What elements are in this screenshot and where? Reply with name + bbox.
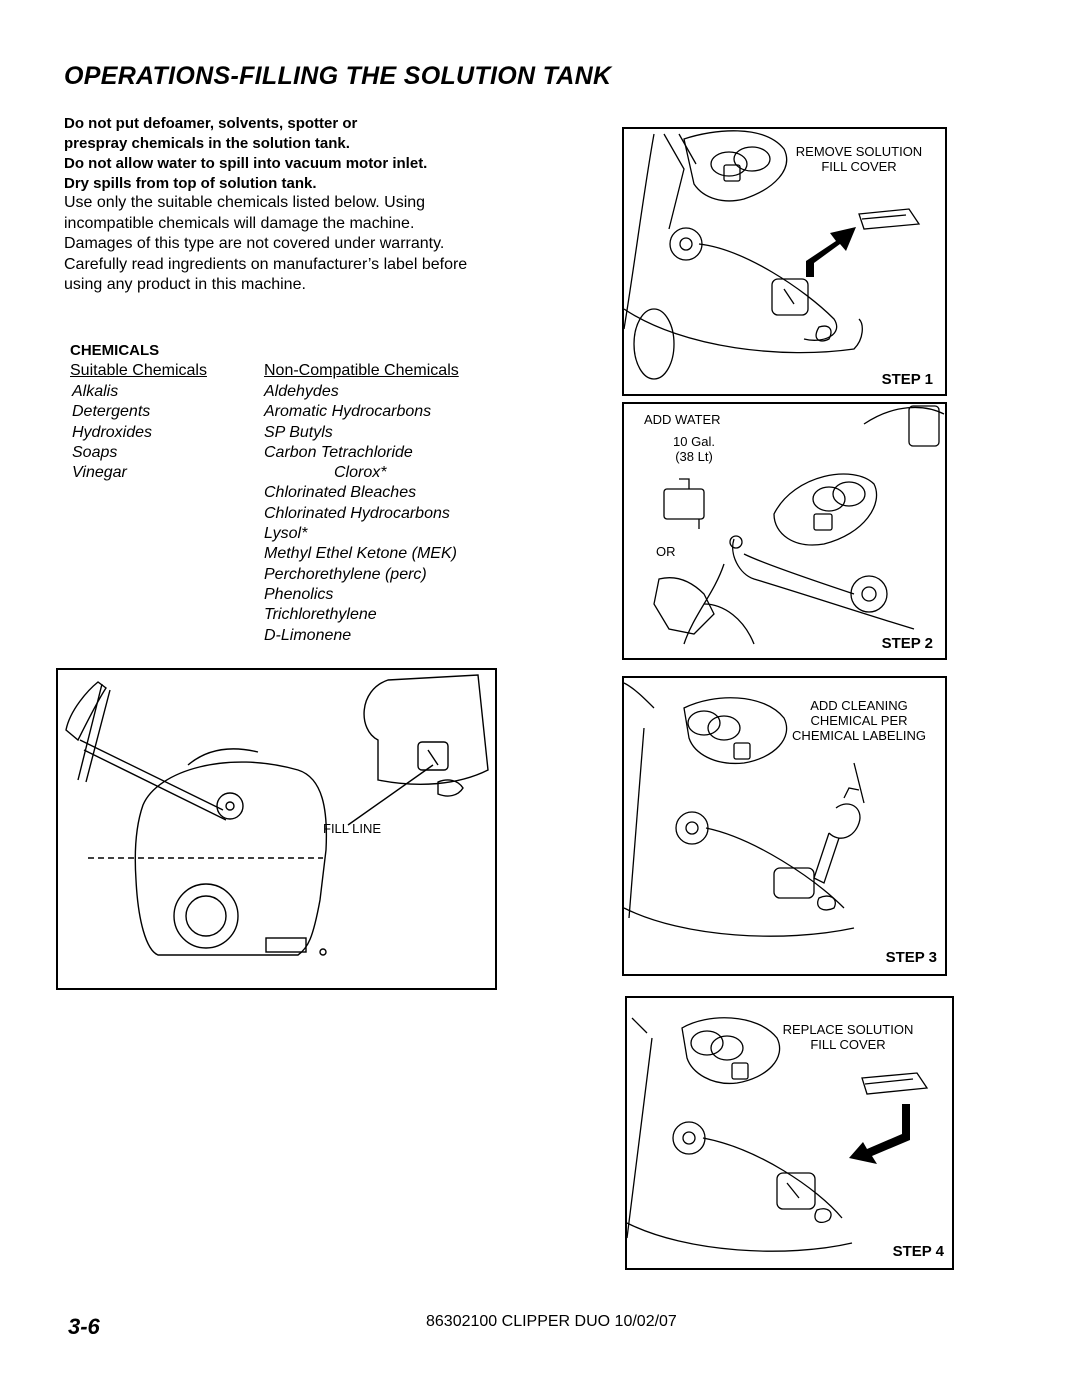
- caption-line: REPLACE SOLUTION: [782, 1022, 914, 1037]
- step-3-caption: ADD CLEANING CHEMICAL PER CHEMICAL LABEL…: [774, 698, 944, 743]
- noncompatible-item: Methyl Ethel Ketone (MEK): [264, 545, 457, 563]
- step-1-caption: REMOVE SOLUTION FILL COVER: [774, 144, 944, 174]
- chemicals-heading: CHEMICALS: [70, 342, 160, 359]
- noncompatible-item: Aldehydes: [264, 383, 339, 400]
- step-1-panel: REMOVE SOLUTION FILL COVER STEP 1: [622, 127, 947, 396]
- suitable-item: Alkalis: [72, 383, 119, 400]
- fill-line-figure: FILL LINE: [56, 668, 497, 990]
- warning-line-1: Do not put defoamer, solvents, spotter o…: [64, 115, 358, 132]
- paragraph-line: Carefully read ingredients on manufactur…: [64, 255, 468, 273]
- step-3-label: STEP 3: [885, 949, 937, 966]
- noncompatible-item: Phenolics: [264, 585, 334, 603]
- step-2-panel: ADD WATER 10 Gal. (38 Lt) OR STEP 2: [622, 402, 947, 660]
- caption-line: FILL COVER: [821, 159, 897, 174]
- noncompatible-item: D-Limonene: [264, 626, 352, 644]
- remove-cover-illustration: [624, 130, 921, 380]
- noncompatible-item: SP Butyls: [264, 423, 333, 441]
- paragraph-line: Damages of this type are not covered und…: [64, 235, 445, 252]
- noncompatible-item: Aromatic Hydrocarbons: [264, 403, 432, 421]
- page-number: 3-6: [68, 1314, 100, 1339]
- step-4-caption: REPLACE SOLUTION FILL COVER: [763, 1022, 933, 1052]
- suitable-item: Soaps: [72, 443, 118, 461]
- machine-side-illustration: [65, 674, 489, 956]
- suitable-header: Suitable Chemicals: [70, 362, 207, 379]
- caption-line: FILL COVER: [810, 1037, 886, 1052]
- paragraph-line: incompatible chemicals will damage the m…: [64, 214, 415, 232]
- step-2-caption: ADD WATER: [644, 412, 721, 427]
- amount-liters: (38 Lt): [675, 449, 713, 464]
- suitable-item: Detergents: [72, 403, 151, 421]
- water-amount: 10 Gal. (38 Lt): [664, 434, 724, 464]
- paragraph-line: Use only the suitable chemicals listed b…: [64, 194, 426, 211]
- noncompatible-item: Chlorinated Bleaches: [264, 484, 417, 502]
- caption-line: ADD CLEANING: [810, 698, 908, 713]
- amount-gallons: 10 Gal.: [673, 434, 715, 449]
- step-1-label: STEP 1: [881, 371, 933, 388]
- document-id: 86302100 CLIPPER DUO 10/02/07: [426, 1313, 677, 1330]
- step-3-panel: ADD CLEANING CHEMICAL PER CHEMICAL LABEL…: [622, 676, 947, 976]
- noncompatible-list: Aldehydes Aromatic Hydrocarbons SP Butyl…: [264, 382, 457, 646]
- noncompatible-item: Lysol*: [264, 525, 308, 543]
- step-2-or: OR: [656, 544, 676, 559]
- caption-line: REMOVE SOLUTION: [795, 144, 923, 159]
- suitable-list: Alkalis Detergents Hydroxides Soaps Vine…: [72, 382, 152, 483]
- warning-line-4: Dry spills from top of solution tank.: [64, 175, 317, 192]
- noncompatible-item: Perchorethylene (perc): [264, 565, 427, 583]
- noncompatible-item: Trichlorethylene: [264, 606, 377, 624]
- noncompatible-item: Clorox*: [334, 464, 387, 482]
- step-4-label: STEP 4: [892, 1243, 944, 1260]
- suitable-item: Hydroxides: [72, 423, 153, 441]
- suitable-item: Vinegar: [72, 464, 127, 482]
- page-title: OPERATIONS-FILLING THE SOLUTION TANK: [64, 62, 612, 90]
- add-chemical-illustration: [624, 682, 865, 937]
- noncompatible-header: Non-Compatible Chemicals: [264, 362, 459, 379]
- warning-line-3: Do not allow water to spill into vacuum …: [64, 155, 428, 172]
- noncompatible-item: Carbon Tetrachloride: [264, 443, 413, 461]
- caption-line: CHEMICAL LABELING: [792, 728, 926, 743]
- step-2-label: STEP 2: [881, 635, 933, 652]
- instructions-paragraph: Use only the suitable chemicals listed b…: [64, 193, 524, 296]
- add-water-illustration: [653, 405, 945, 645]
- step-4-panel: REPLACE SOLUTION FILL COVER STEP 4: [625, 996, 954, 1270]
- replace-cover-illustration: [627, 1017, 929, 1252]
- paragraph-line: using any product in this machine.: [64, 276, 306, 293]
- caption-line: CHEMICAL PER: [810, 713, 908, 728]
- fill-line-label: FILL LINE: [323, 821, 382, 836]
- noncompatible-item: Chlorinated Hydrocarbons: [264, 504, 450, 522]
- warning-line-2: prespray chemicals in the solution tank.: [64, 135, 350, 152]
